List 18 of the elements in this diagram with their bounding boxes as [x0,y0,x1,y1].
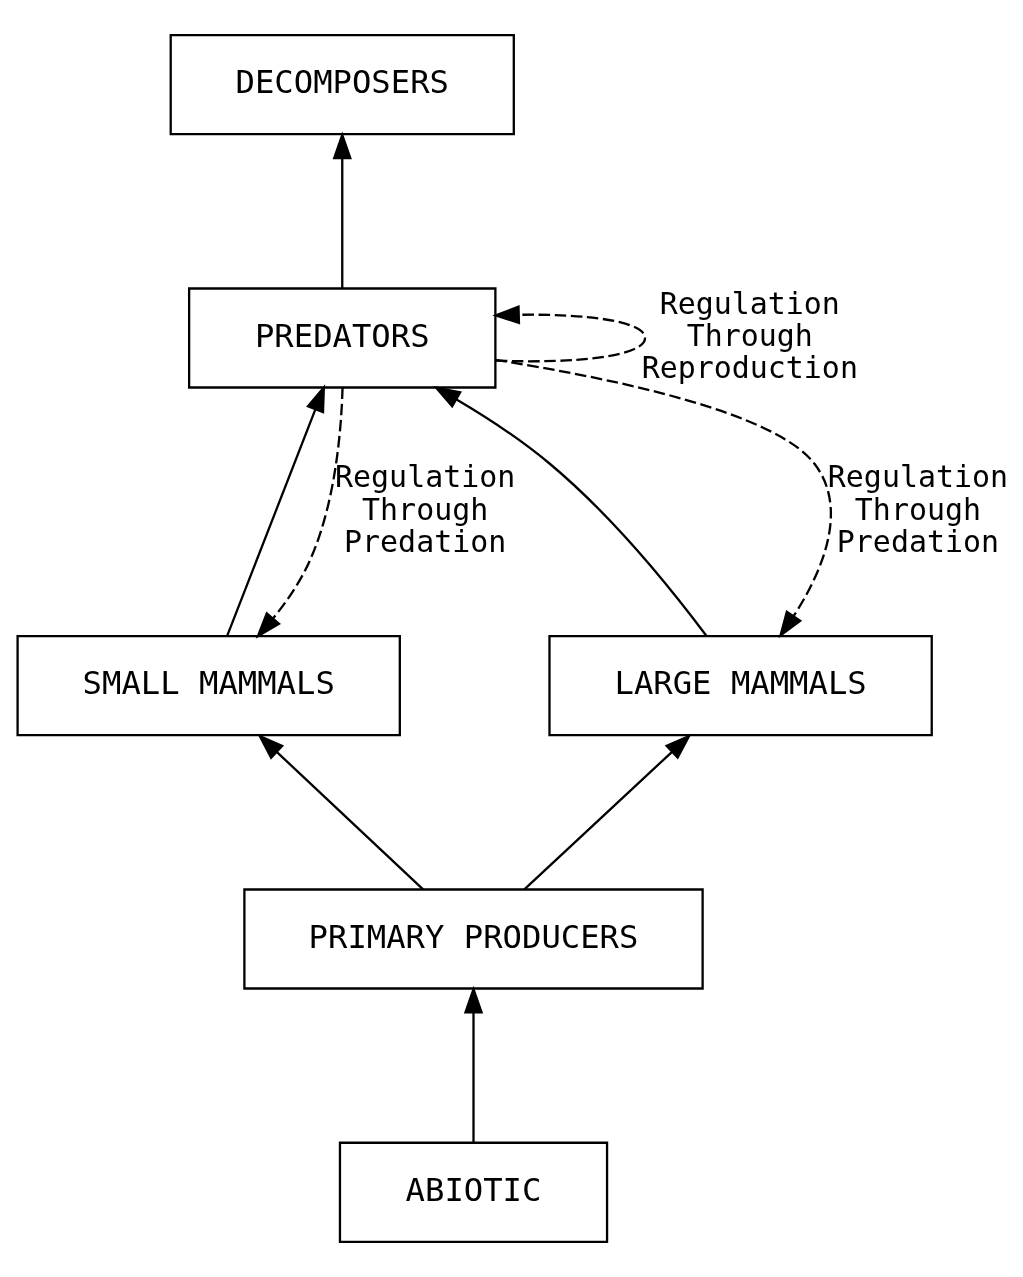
node-box: PREDATORS [188,287,497,389]
arrow [492,305,647,363]
arrow [255,387,344,639]
node-box: PRIMARY PRODUCERS [243,888,704,990]
node-box: LARGE MAMMALS [548,635,933,737]
arrow [495,358,833,639]
arrow [226,384,326,637]
arrow [463,985,484,1143]
edge-label: Regulation Through Predation [827,459,1008,559]
arrow [433,386,708,637]
arrow [332,131,352,289]
node-box: SMALL MAMMALS [16,635,401,737]
node-box: DECOMPOSERS [169,34,515,136]
edge-label: Regulation Through Reproduction [641,285,858,386]
arrow [523,733,692,891]
arrow [257,733,424,891]
edge-label: Regulation Through Predation [335,459,516,559]
node-box: ABIOTIC [338,1141,609,1243]
